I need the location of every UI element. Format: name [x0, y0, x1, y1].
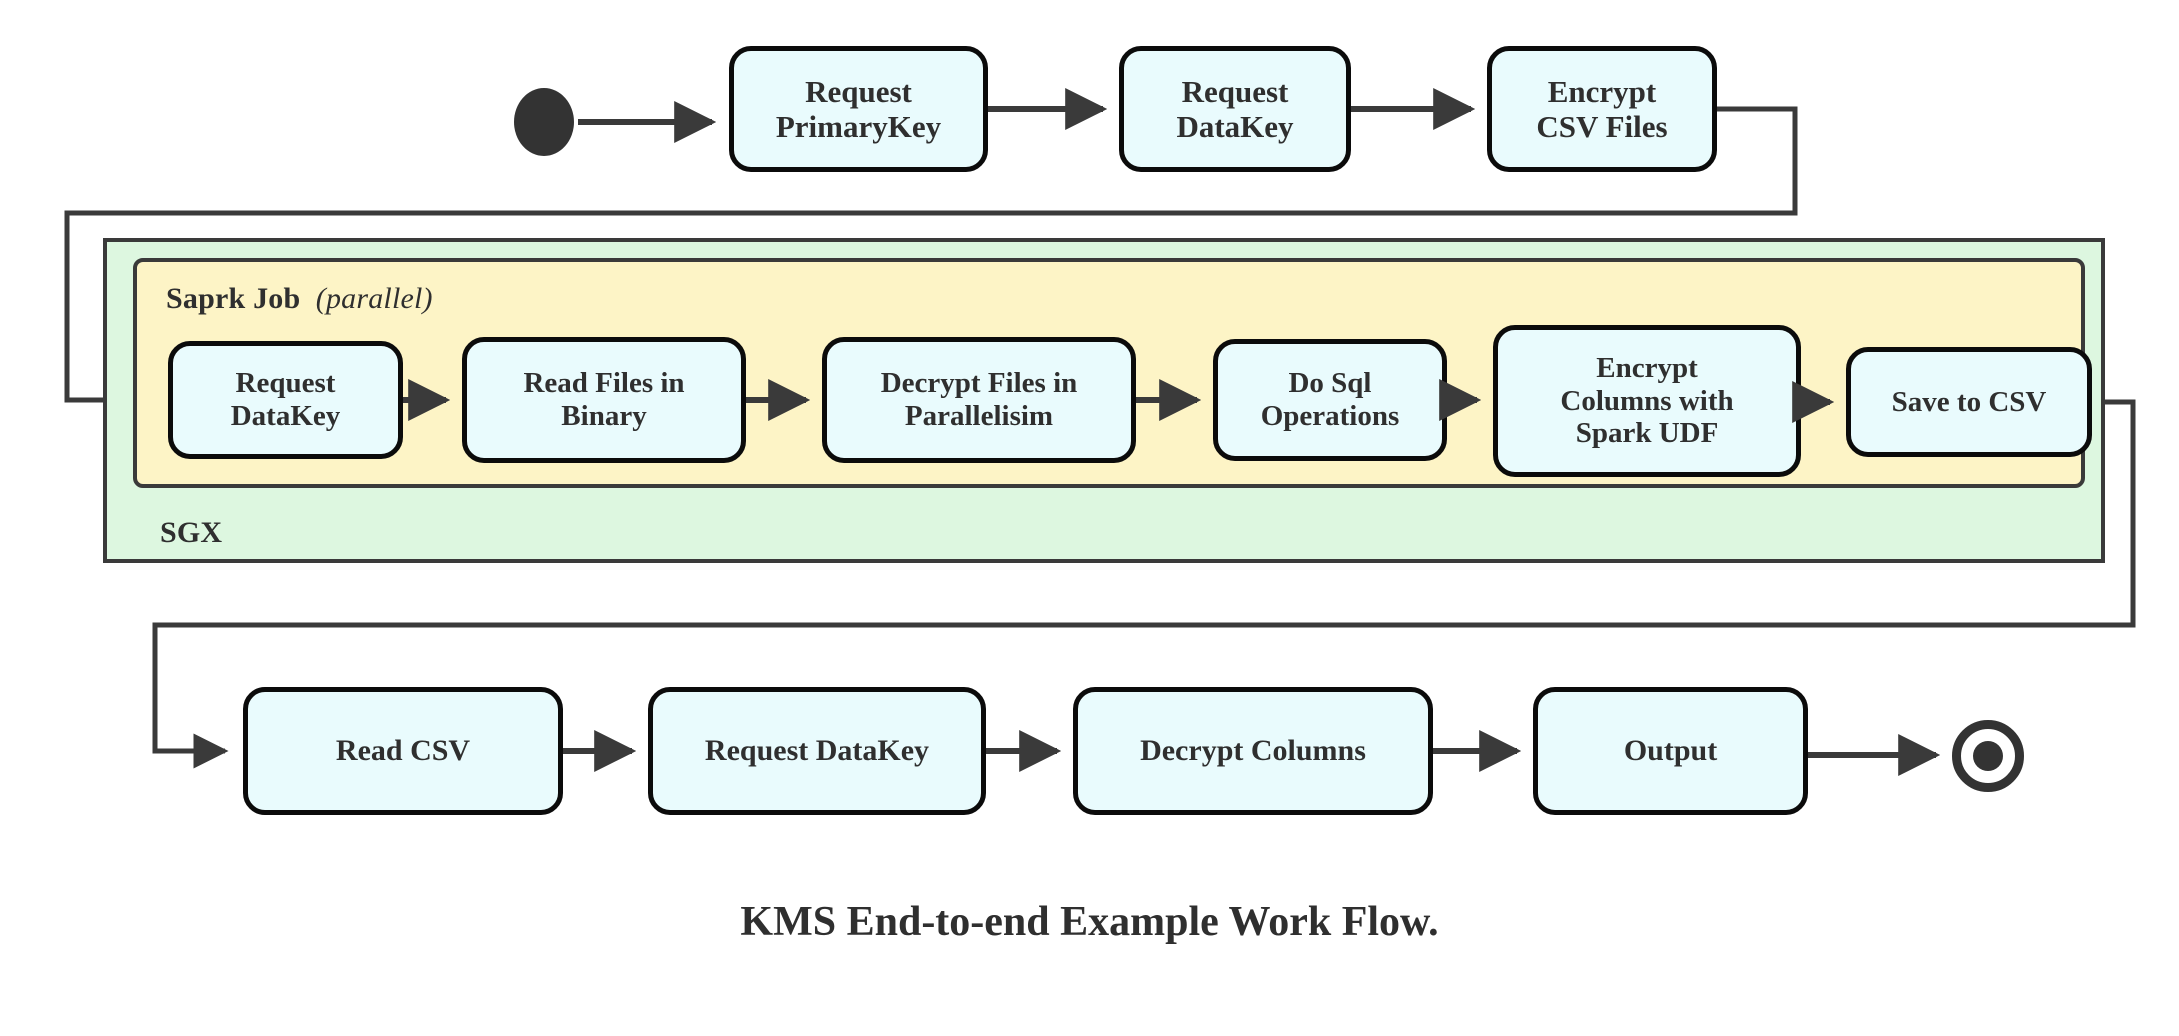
node-request-datakey-top[interactable]: Request DataKey — [1119, 46, 1351, 172]
group-sgx-label: SGX — [160, 516, 223, 549]
node-read-csv[interactable]: Read CSV — [243, 687, 563, 815]
node-line-1: Encrypt — [1596, 351, 1698, 384]
edge-savecsv-to-readcsv — [152, 399, 2136, 769]
node-line-1: Request — [805, 73, 912, 109]
node-line-3: Spark UDF — [1575, 417, 1719, 450]
node-line-2: Columns with — [1560, 384, 1734, 417]
node-line-1: Output — [1623, 734, 1718, 768]
node-decrypt-columns[interactable]: Decrypt Columns — [1073, 687, 1433, 815]
edge-enccsv-to-reqdatakey — [64, 106, 1798, 418]
node-line-1: Request DataKey — [704, 734, 930, 768]
start-node-icon — [514, 88, 574, 156]
node-do-sql-operations[interactable]: Do Sql Operations — [1213, 339, 1447, 461]
node-line-2: Operations — [1260, 400, 1400, 432]
node-decrypt-files-in-parallelisim[interactable]: Decrypt Files in Parallelisim — [822, 337, 1136, 463]
node-request-datakey-bottom[interactable]: Request DataKey — [648, 687, 986, 815]
node-line-1: Save to CSV — [1891, 385, 2047, 418]
node-output[interactable]: Output — [1533, 687, 1808, 815]
node-line-2: PrimaryKey — [775, 109, 942, 144]
spark-job-qualifier: (parallel) — [315, 282, 433, 315]
node-encrypt-csv-files[interactable]: Encrypt CSV Files — [1487, 46, 1717, 172]
spark-job-title: Saprk Job — [166, 282, 301, 315]
node-line-1: Request — [1181, 73, 1289, 109]
node-line-2: DataKey — [1176, 109, 1294, 144]
end-node-inner-dot — [1973, 741, 2003, 771]
node-line-1: Request — [235, 367, 336, 400]
node-line-2: DataKey — [230, 400, 341, 432]
node-line-2: Parallelisim — [904, 400, 1054, 432]
group-spark-job-label: Saprk Job (parallel) — [166, 282, 433, 316]
node-save-to-csv[interactable]: Save to CSV — [1846, 347, 2092, 457]
node-line-2: CSV Files — [1536, 109, 1668, 144]
node-line-2: Binary — [561, 400, 647, 432]
node-line-1: Read Files in — [523, 367, 685, 400]
node-request-primarykey[interactable]: Request PrimaryKey — [729, 46, 988, 172]
diagram-caption: KMS End-to-end Example Work Flow. — [740, 899, 1439, 945]
node-request-datakey-spark[interactable]: Request DataKey — [168, 341, 403, 459]
node-line-1: Read CSV — [335, 734, 471, 768]
node-line-1: Do Sql — [1288, 367, 1372, 400]
node-encrypt-columns-with-spark-udf[interactable]: Encrypt Columns with Spark UDF — [1493, 325, 1801, 477]
end-node-icon — [1952, 720, 2024, 792]
node-line-1: Decrypt Columns — [1140, 734, 1366, 768]
node-line-1: Decrypt Files in — [880, 367, 1078, 400]
node-read-files-in-binary[interactable]: Read Files in Binary — [462, 337, 746, 463]
node-line-1: Encrypt — [1547, 73, 1657, 109]
